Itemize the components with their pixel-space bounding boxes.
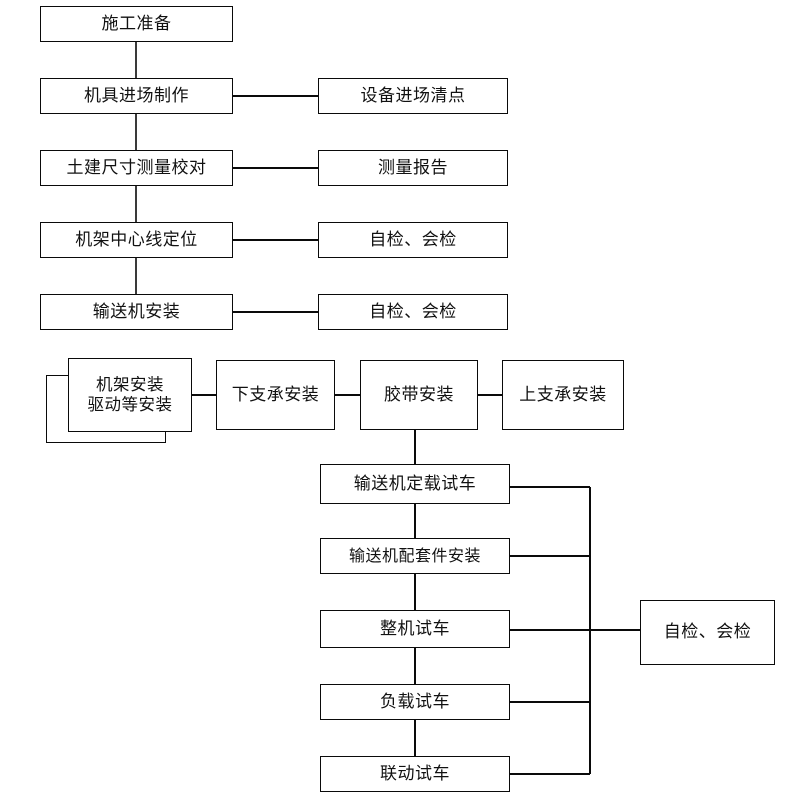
- node-civil-measure[interactable]: 土建尺寸测量校对: [40, 150, 233, 186]
- node-lower-support[interactable]: 下支承安装: [216, 360, 335, 430]
- node-prep[interactable]: 施工准备: [40, 6, 233, 42]
- node-rated-test[interactable]: 输送机定载试车: [320, 464, 510, 504]
- node-conveyor-install[interactable]: 输送机安装: [40, 294, 233, 330]
- node-frame-center[interactable]: 机架中心线定位: [40, 222, 233, 258]
- node-inspect-2[interactable]: 自检、会检: [318, 294, 508, 330]
- node-accessory-install[interactable]: 输送机配套件安装: [320, 538, 510, 574]
- node-measure-report[interactable]: 测量报告: [318, 150, 508, 186]
- node-tool-in[interactable]: 机具进场制作: [40, 78, 233, 114]
- node-upper-support[interactable]: 上支承安装: [502, 360, 624, 430]
- node-equip-check[interactable]: 设备进场清点: [318, 78, 508, 114]
- node-load-test[interactable]: 负载试车: [320, 684, 510, 720]
- node-inspect-3[interactable]: 自检、会检: [640, 600, 775, 665]
- node-inspect-1[interactable]: 自检、会检: [318, 222, 508, 258]
- node-belt-install[interactable]: 胶带安装: [360, 360, 478, 430]
- node-linked-test[interactable]: 联动试车: [320, 756, 510, 792]
- node-whole-test[interactable]: 整机试车: [320, 610, 510, 648]
- node-frame-drive[interactable]: 机架安装 驱动等安装: [68, 358, 192, 432]
